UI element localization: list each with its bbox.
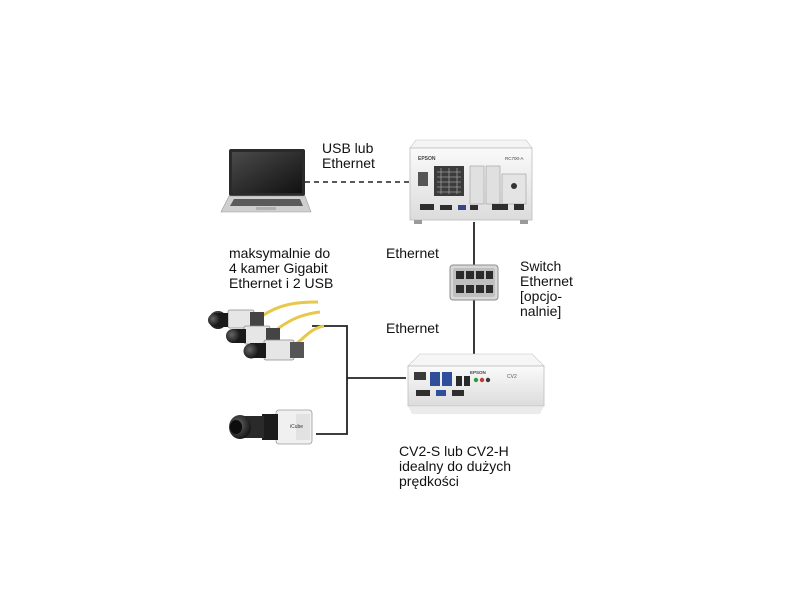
- vision-brand-text: EPSON: [470, 370, 486, 375]
- usb-or-ethernet-label: USB lub Ethernet: [322, 140, 375, 171]
- controller-brand-text: EPSON: [418, 156, 436, 162]
- robot-controller-icon: EPSON RC700-A: [409, 139, 533, 224]
- controller-model-text: RC700-A: [505, 156, 524, 161]
- ethernet-label-top: Ethernet: [386, 245, 439, 261]
- usb-camera-icon: iCube: [229, 409, 313, 445]
- gige-cameras-icon: [208, 300, 325, 361]
- camera-bus-line: [312, 325, 348, 435]
- cv2-note-label: CV2-S lub CV2-H idealny do dużych prędko…: [399, 443, 512, 489]
- ethernet-label-bottom: Ethernet: [386, 320, 439, 336]
- camera-brand-text: iCube: [290, 424, 303, 430]
- vision-badge-text: CV2: [507, 374, 517, 380]
- switch-ethernet-label: Switch Ethernet [opcjo- nalnie]: [520, 258, 573, 319]
- vision-system-icon: EPSON CV2: [407, 353, 545, 414]
- cameras-note-label: maksymalnie do 4 kamer Gigabit Ethernet …: [229, 245, 334, 291]
- laptop-icon: [220, 149, 312, 213]
- ethernet-switch-icon: [449, 264, 499, 301]
